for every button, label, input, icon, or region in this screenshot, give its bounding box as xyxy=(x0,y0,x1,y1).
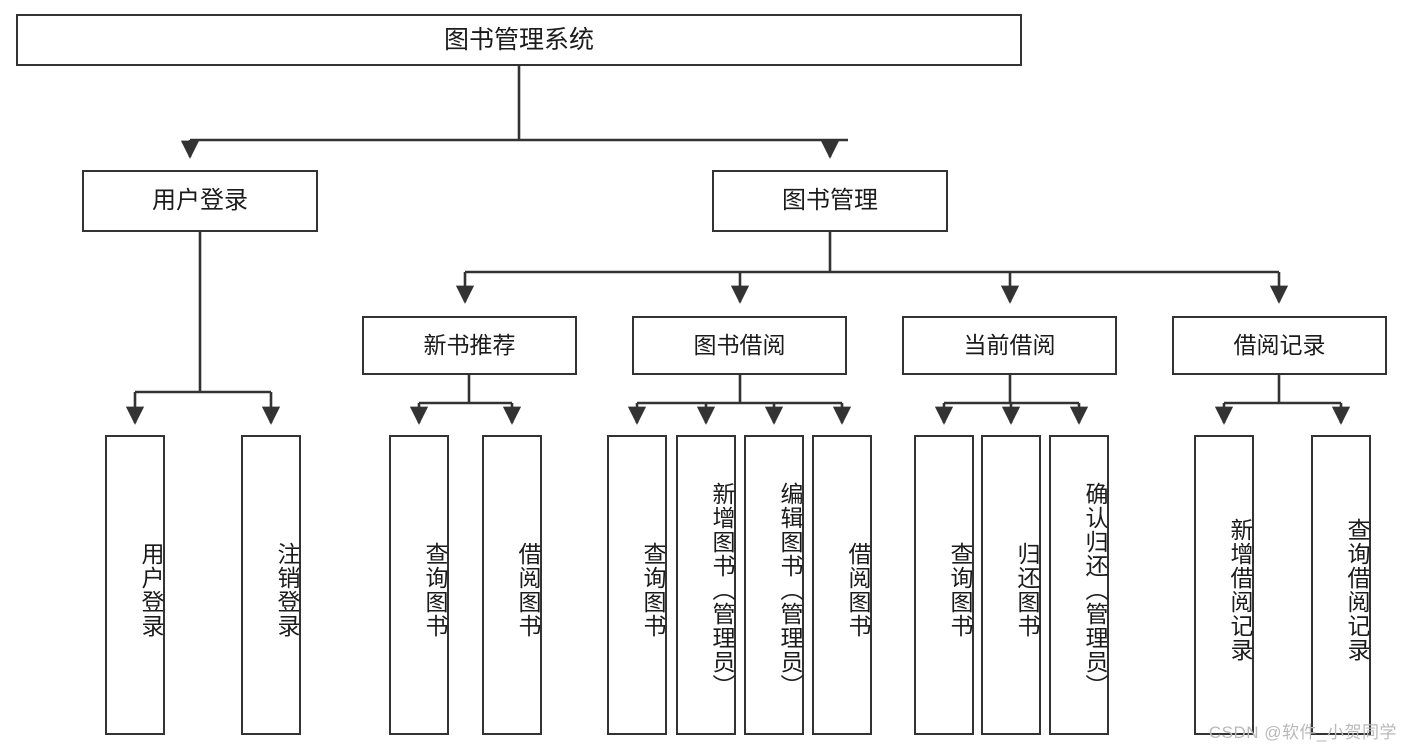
node-leaf-borrow-book-2[interactable]: 借阅图书 xyxy=(812,435,872,735)
node-leaf-logout-login[interactable]: 注销登录 xyxy=(241,435,301,735)
node-book-borrow[interactable]: 图书借阅 xyxy=(632,316,847,375)
node-leaf-logout-login-label: 注销登录 xyxy=(274,542,300,638)
node-leaf-borrow-book-1[interactable]: 借阅图书 xyxy=(482,435,542,735)
node-book-manage[interactable]: 图书管理 xyxy=(712,170,948,232)
node-borrow-record[interactable]: 借阅记录 xyxy=(1172,316,1387,375)
node-leaf-query-record[interactable]: 查询借阅记录 xyxy=(1311,435,1371,735)
node-current-borrow[interactable]: 当前借阅 xyxy=(902,316,1117,375)
node-leaf-user-login-label: 用户登录 xyxy=(138,542,164,638)
node-leaf-add-book-label: 新增图书（管理员） xyxy=(709,482,735,698)
node-leaf-edit-book[interactable]: 编辑图书（管理员） xyxy=(744,435,804,735)
node-leaf-query-book-2-label: 查询图书 xyxy=(640,542,666,638)
node-current-borrow-label: 当前借阅 xyxy=(963,331,1056,358)
node-leaf-add-book[interactable]: 新增图书（管理员） xyxy=(676,435,736,735)
node-leaf-confirm-return-label: 确认归还（管理员） xyxy=(1082,482,1108,698)
node-leaf-query-book-3-label: 查询图书 xyxy=(947,542,973,638)
node-root[interactable]: 图书管理系统 xyxy=(16,14,1022,66)
node-leaf-query-book-1-label: 查询图书 xyxy=(422,542,448,638)
watermark: CSDN @软件_小贺同学 xyxy=(1208,723,1397,742)
node-book-manage-label: 图书管理 xyxy=(782,186,878,214)
node-leaf-add-record-label: 新增借阅记录 xyxy=(1227,518,1253,662)
node-leaf-confirm-return[interactable]: 确认归还（管理员） xyxy=(1049,435,1109,735)
node-leaf-query-book-3[interactable]: 查询图书 xyxy=(914,435,974,735)
node-user-login-label: 用户登录 xyxy=(152,186,248,214)
node-book-borrow-label: 图书借阅 xyxy=(693,331,786,358)
node-root-label: 图书管理系统 xyxy=(443,26,594,54)
node-leaf-borrow-book-2-label: 借阅图书 xyxy=(845,542,871,638)
node-user-login[interactable]: 用户登录 xyxy=(82,170,318,232)
node-leaf-edit-book-label: 编辑图书（管理员） xyxy=(777,482,803,698)
node-leaf-query-record-label: 查询借阅记录 xyxy=(1344,518,1370,662)
node-leaf-user-login[interactable]: 用户登录 xyxy=(105,435,165,735)
node-leaf-query-book-1[interactable]: 查询图书 xyxy=(389,435,449,735)
node-leaf-add-record[interactable]: 新增借阅记录 xyxy=(1194,435,1254,735)
node-leaf-return-book-label: 归还图书 xyxy=(1014,542,1040,638)
node-new-book-rec[interactable]: 新书推荐 xyxy=(362,316,577,375)
node-leaf-query-book-2[interactable]: 查询图书 xyxy=(607,435,667,735)
node-leaf-borrow-book-1-label: 借阅图书 xyxy=(515,542,541,638)
node-leaf-return-book[interactable]: 归还图书 xyxy=(981,435,1041,735)
node-borrow-record-label: 借阅记录 xyxy=(1233,331,1326,358)
node-new-book-rec-label: 新书推荐 xyxy=(423,331,516,358)
